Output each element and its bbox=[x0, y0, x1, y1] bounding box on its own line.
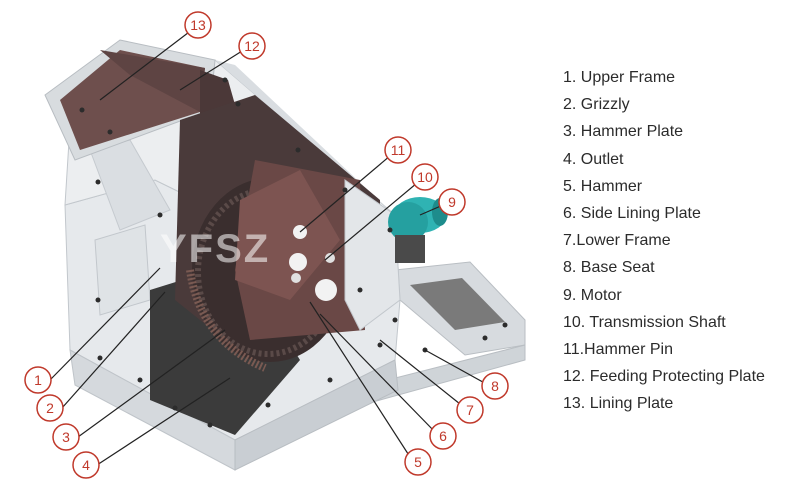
bolts bbox=[79, 77, 508, 428]
grizzly-grate bbox=[186, 269, 267, 372]
leader-lines bbox=[49, 25, 491, 466]
svg-text:6: 6 bbox=[439, 428, 447, 444]
callout-9: 9 bbox=[438, 188, 466, 216]
callout-6: 6 bbox=[429, 422, 457, 450]
callout-2: 2 bbox=[36, 394, 64, 422]
legend-item: 3. Hammer Plate bbox=[563, 123, 684, 141]
svg-text:9: 9 bbox=[448, 194, 456, 210]
svg-text:7: 7 bbox=[466, 402, 474, 418]
legend-item: 13. Lining Plate bbox=[563, 395, 674, 413]
callouts: 1 2 3 4 5 6 7 8 9 10 11 12 13 bbox=[24, 11, 509, 479]
callout-13: 13 bbox=[184, 11, 212, 39]
hammer-pin-mid bbox=[289, 253, 307, 271]
watermark-logo: YFSZ bbox=[160, 227, 270, 271]
legend-item: 2. Grizzly bbox=[563, 96, 630, 114]
callout-3: 3 bbox=[52, 423, 80, 451]
svg-text:11: 11 bbox=[391, 142, 406, 158]
legend-item: 1. Upper Frame bbox=[563, 69, 676, 86]
callout-7: 7 bbox=[456, 396, 484, 424]
callout-11: 11 bbox=[384, 136, 412, 164]
svg-text:1: 1 bbox=[34, 372, 42, 388]
svg-text:8: 8 bbox=[491, 378, 499, 394]
svg-text:4: 4 bbox=[82, 457, 90, 473]
transmission-shaft-end bbox=[315, 279, 337, 301]
svg-text:10: 10 bbox=[417, 169, 433, 185]
svg-text:3: 3 bbox=[62, 429, 70, 445]
legend-item: 4. Outlet bbox=[563, 150, 624, 168]
callout-5: 5 bbox=[404, 448, 432, 476]
legend-item: 5. Hammer bbox=[563, 177, 643, 195]
callout-12: 12 bbox=[238, 32, 266, 60]
callout-4: 4 bbox=[72, 451, 100, 479]
legend-item: 9. Motor bbox=[563, 286, 622, 304]
legend-item: 7.Lower Frame bbox=[563, 232, 671, 250]
svg-text:13: 13 bbox=[190, 17, 206, 33]
svg-text:12: 12 bbox=[244, 38, 260, 54]
svg-text:5: 5 bbox=[414, 454, 422, 470]
legend-item: 11.Hammer Pin bbox=[563, 340, 673, 358]
parts-legend: 1. Upper Frame 2. Grizzly 3. Hammer Plat… bbox=[563, 64, 765, 417]
legend-item: 6. Side Lining Plate bbox=[563, 204, 701, 222]
callout-1: 1 bbox=[24, 366, 52, 394]
legend-item: 8. Base Seat bbox=[563, 259, 655, 277]
callout-10: 10 bbox=[411, 163, 439, 191]
svg-text:2: 2 bbox=[46, 400, 54, 416]
callout-8: 8 bbox=[481, 372, 509, 400]
legend-item: 10. Transmission Shaft bbox=[563, 313, 726, 331]
legend-item: 12. Feeding Protecting Plate bbox=[563, 368, 765, 386]
